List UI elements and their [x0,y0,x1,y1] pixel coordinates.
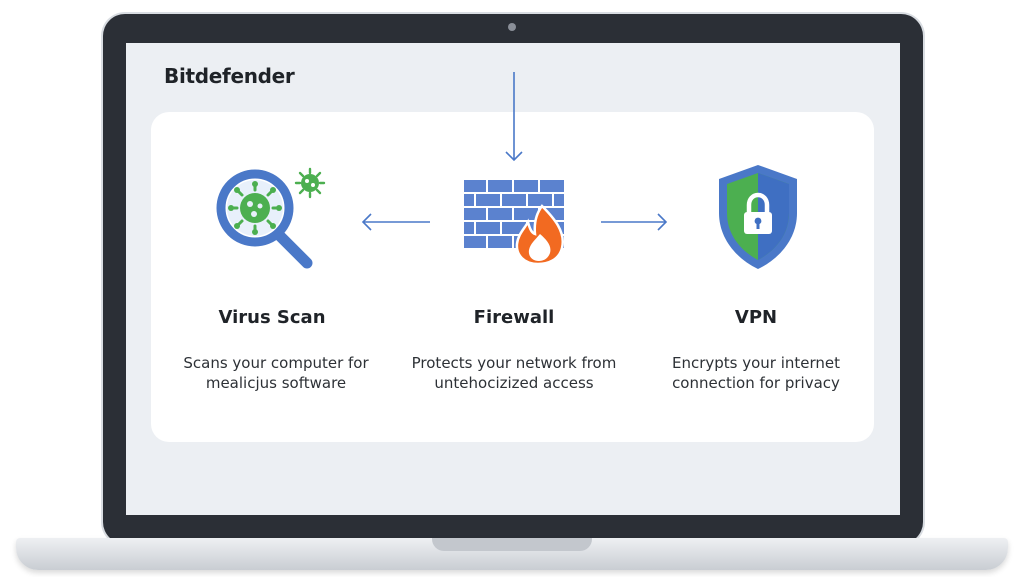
arrow-right-to-vpn [601,213,668,231]
feature-title-vpn: VPN [734,307,778,328]
feature-desc-line: untehocizized access [434,374,594,392]
feature-desc-firewall: Protects your network from untehocizized… [394,353,634,393]
arrow-down-to-firewall [505,72,523,162]
feature-desc-line: connection for privacy [672,374,840,392]
feature-title-firewall: Firewall [473,307,555,328]
feature-desc-vpn: Encrypts your internet connection for pr… [636,353,876,393]
feature-desc-line: Protects your network from [411,354,617,372]
webcam-icon [508,23,516,31]
arrow-left-to-virus-scan [361,213,430,231]
laptop-hinge-notch [432,538,592,551]
brand-logo-text: Bitdefender [164,64,295,88]
feature-title-virus-scan: Virus Scan [218,307,326,328]
shield-lock-icon [719,165,797,269]
feature-desc-line: Scans your computer for [183,354,369,372]
feature-desc-line: mealicjus software [205,374,347,392]
feature-desc-virus-scan: Scans your computer for mealicjus softwa… [156,353,396,393]
feature-desc-line: Encrypts your internet [671,354,841,372]
virus-scan-magnifier-icon [216,167,326,269]
firewall-brick-fire-icon [462,178,566,264]
